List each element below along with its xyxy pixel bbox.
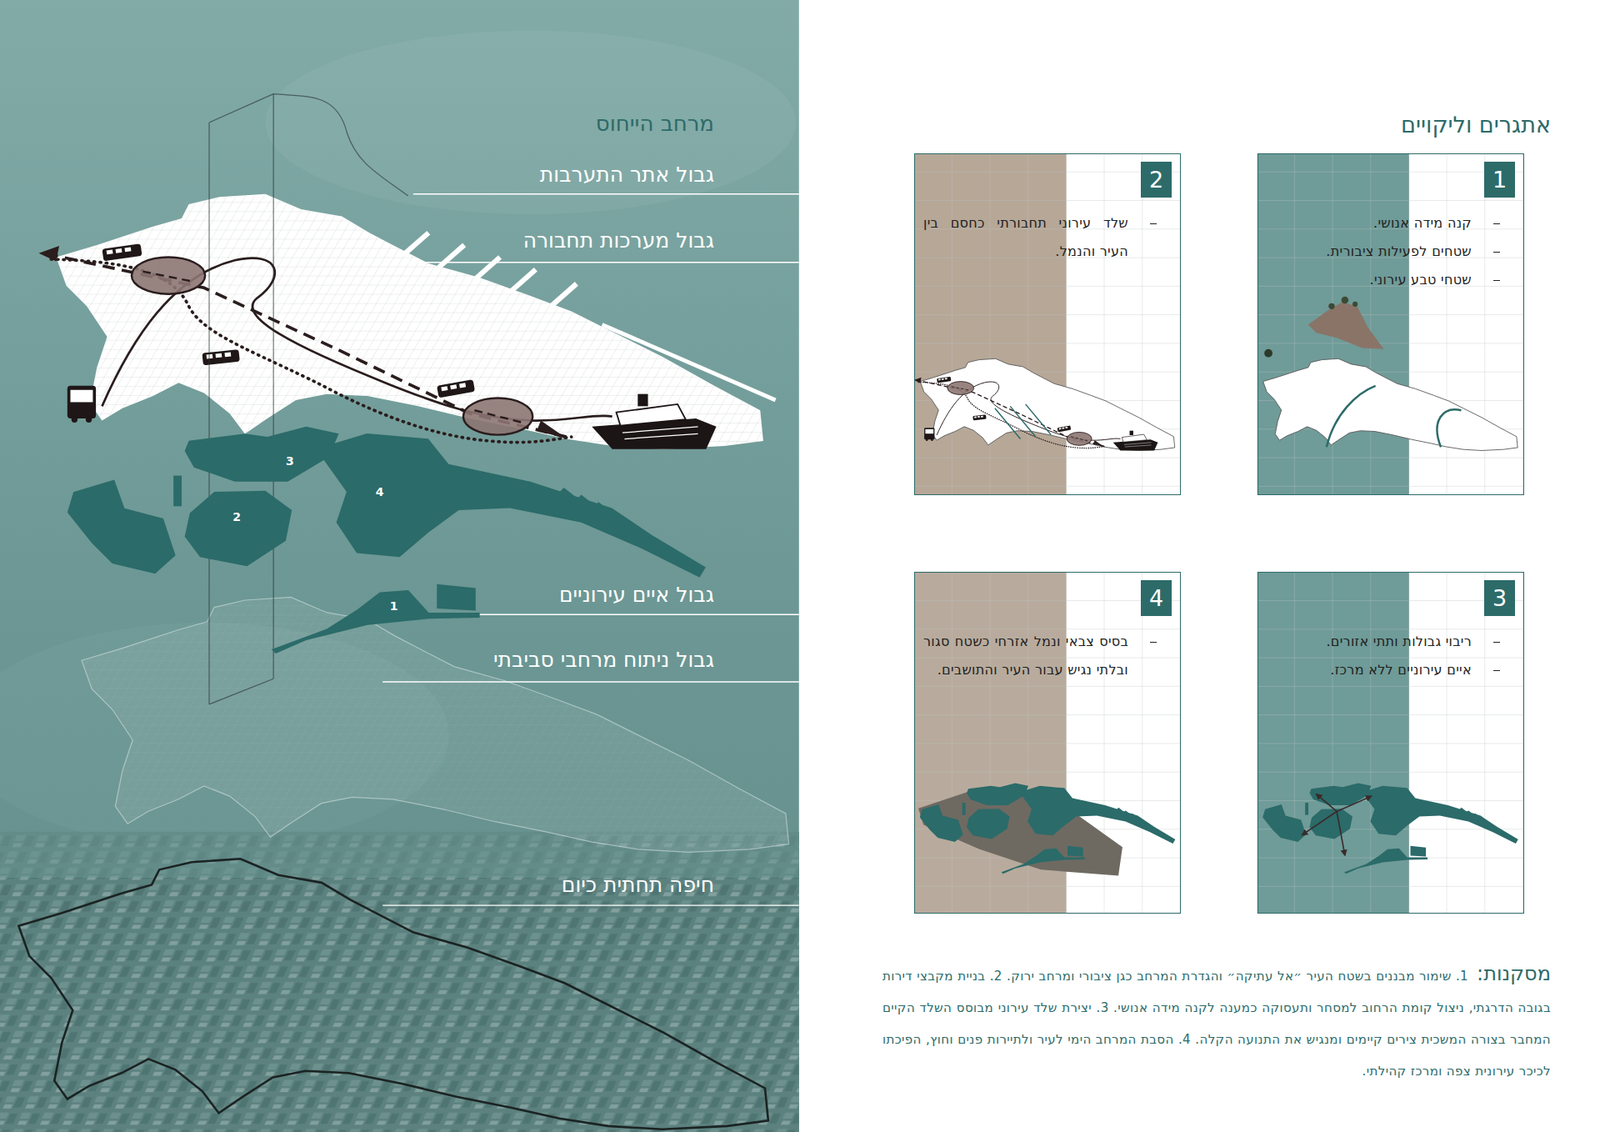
island-shape	[181, 487, 296, 570]
bullet-text: שלד עירוני תחבורתי כחסם בין העיר והנמל.	[923, 209, 1129, 266]
thumbnail-1	[1257, 153, 1525, 495]
bullet-text: ריבוי גבולות ותתי אזורים.	[1266, 627, 1472, 656]
thumbnail-2	[914, 153, 1181, 495]
leader-lines	[372, 194, 800, 905]
thumbnail-3	[1257, 571, 1525, 914]
analysis-layer	[81, 596, 790, 852]
city-map	[0, 831, 800, 1132]
panel-text: ריבוי גבולות ותתי אזורים.איים עירוניים ל…	[1266, 627, 1472, 685]
left-panel-ground	[0, 0, 800, 1132]
conclusions: מסקנות:1. שימור מבננים בשטח העיר ״אל עתי…	[882, 958, 1551, 1087]
layer-label: גבול אתר התערבות	[540, 162, 715, 187]
thumbnail-4	[914, 571, 1181, 914]
urban-island: 2	[181, 487, 296, 570]
layer-label: חיפה תחתית כיום	[561, 872, 715, 897]
callout-number: 4	[375, 485, 385, 499]
callout-number: 2	[232, 510, 241, 524]
heading: אתגרים וליקויים	[1400, 111, 1551, 138]
challenge-panel: קנה מידה אנושי.שטחים לפעילות ציבורית.שטח…	[1257, 153, 1525, 495]
callout-number: 1	[390, 599, 399, 613]
panel-text: שלד עירוני תחבורתי כחסם בין העיר והנמל.	[923, 209, 1129, 266]
bullet-text: שטחים לפעילות ציבורית.	[1266, 237, 1472, 266]
challenge-panel: ריבוי גבולות ותתי אזורים.איים עירוניים ל…	[1257, 571, 1525, 914]
urban-island: 1	[267, 580, 483, 657]
panel-number: 2	[1140, 161, 1172, 198]
panel-text: קנה מידה אנושי.שטחים לפעילות ציבורית.שטח…	[1266, 209, 1472, 295]
island-shape	[310, 428, 710, 584]
callout-number: 3	[1492, 580, 1507, 616]
panel-number: 4	[1140, 580, 1172, 616]
urban-island	[67, 475, 182, 575]
urban-island: 3	[181, 423, 343, 486]
bullet-text: בסיס צבאי ונמל אזרחי כשטח סגור ובלתי נגי…	[923, 627, 1129, 685]
conclusions-text: 1. שימור מבננים בשטח העיר ״אל עתיקה״ והג…	[882, 968, 1551, 1079]
conclusions-heading: מסקנות:	[1476, 961, 1551, 985]
challenge-panel: שלד עירוני תחבורתי כחסם בין העיר והנמל. 2	[914, 153, 1181, 495]
layer-label: גבול מערכות תחבורה	[523, 228, 715, 253]
site-map	[39, 194, 776, 450]
island-shape	[181, 423, 343, 486]
bullet-text: שטחי טבע עירוני.	[1266, 265, 1472, 295]
section-heading: מרחב הייחוס	[595, 110, 715, 136]
island-shape	[267, 580, 483, 657]
panel-number: 3	[1484, 580, 1515, 616]
panel-text: בסיס צבאי ונמל אזרחי כשטח סגור ובלתי נגי…	[923, 627, 1129, 685]
callout-number: 1	[1492, 161, 1507, 198]
urban-island: 4	[310, 428, 710, 584]
callout-number: 4	[1149, 580, 1164, 616]
bullet-text: איים עירוניים ללא מרכז.	[1266, 655, 1472, 685]
panel-number: 1	[1484, 161, 1515, 198]
layer-label: גבול ניתוח מרחבי סביבתי	[493, 647, 715, 672]
challenge-panel: בסיס צבאי ונמל אזרחי כשטח סגור ובלתי נגי…	[914, 571, 1181, 914]
callout-number: 2	[1149, 161, 1164, 198]
bullet-text: קנה מידה אנושי.	[1266, 209, 1472, 238]
layer-label: גבול איים עירוניים	[559, 582, 715, 607]
callout-number: 3	[285, 454, 295, 468]
